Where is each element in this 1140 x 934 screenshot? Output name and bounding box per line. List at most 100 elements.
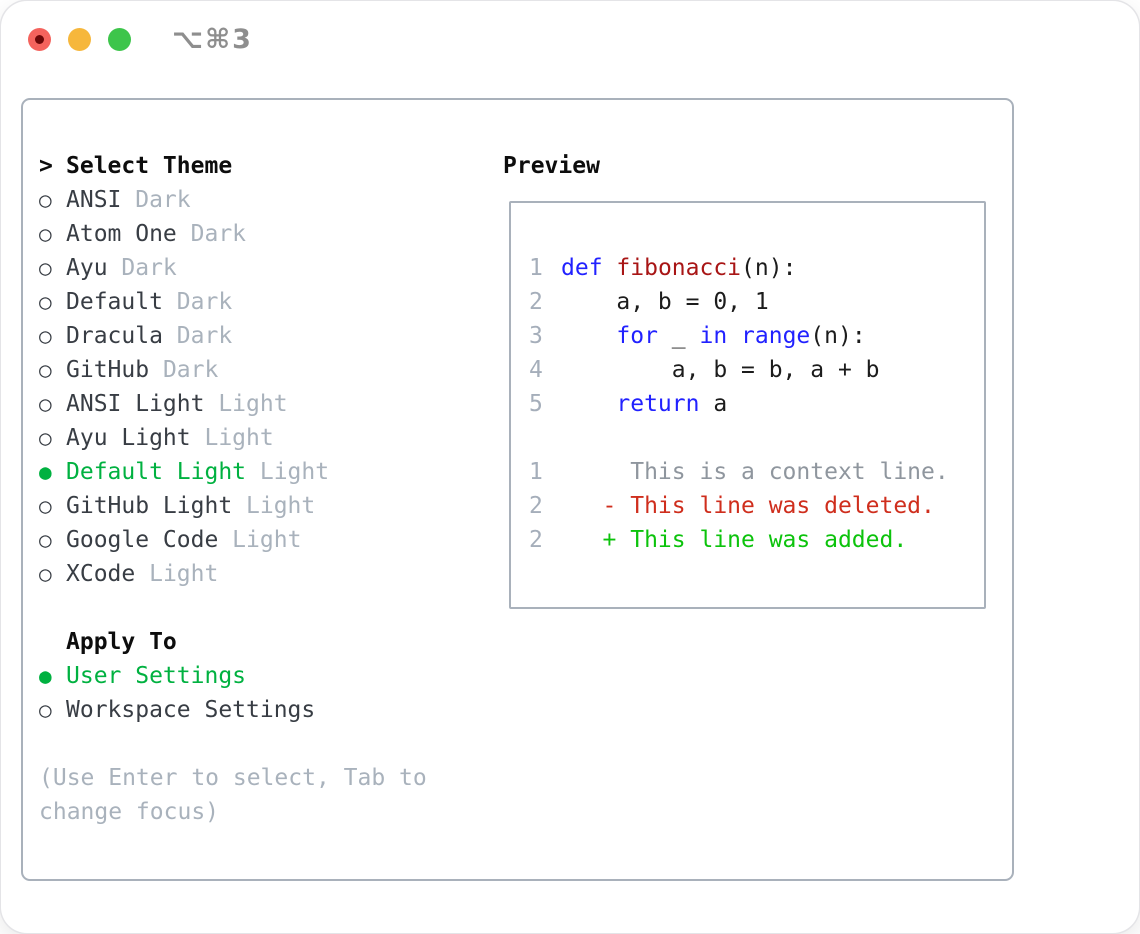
line-number: 3 (529, 323, 543, 349)
radio-icon: ○ (39, 392, 52, 416)
prompt-caret-icon: > (39, 153, 53, 179)
code-lines: 1 def fibonacci(n): 2 a, b = 0, 1 3 for … (529, 251, 984, 557)
theme-variant-badge: Light (135, 561, 219, 587)
close-button[interactable] (28, 27, 51, 51)
theme-name: Atom One (66, 221, 177, 247)
code-line: 5 return a (529, 387, 984, 421)
option-name: Workspace Settings (66, 697, 316, 723)
preview-box: 1 def fibonacci(n): 2 a, b = 0, 1 3 for … (509, 201, 986, 609)
theme-list-item[interactable]: ○ ANSI Light Light (39, 387, 503, 421)
apply-to-header: Apply To (39, 625, 503, 659)
theme-list-item[interactable]: ○ Google Code Light (39, 523, 503, 557)
code-line: 1 This is a context line. (529, 455, 984, 489)
option-name: User Settings (66, 663, 247, 689)
line-number: 4 (529, 357, 543, 383)
theme-name: Ayu Light (66, 425, 191, 451)
code-text: + This line was added. (561, 527, 908, 553)
radio-icon: ○ (39, 494, 52, 518)
code-line (529, 421, 984, 455)
code-text: a, b = 0, 1 (561, 289, 769, 315)
code-line: 1 def fibonacci(n): (529, 251, 984, 285)
theme-variant-badge: Dark (176, 221, 247, 247)
line-number: 1 (529, 459, 543, 485)
radio-icon: ○ (39, 222, 52, 246)
theme-list-item[interactable]: ○ GitHub Light Light (39, 489, 503, 523)
theme-selector-panel: > Select Theme ○ ANSI Dark ○ Atom One Da… (21, 98, 1014, 881)
radio-icon: ○ (39, 256, 52, 280)
radio-icon: ○ (39, 698, 52, 722)
line-number: 1 (529, 255, 543, 281)
theme-name: Ayu (66, 255, 108, 281)
hint-text-line-1: (Use Enter to select, Tab to (39, 765, 427, 791)
code-line: 4 a, b = b, a + b (529, 353, 984, 387)
theme-name: ANSI (66, 187, 122, 213)
radio-icon: ○ (39, 426, 52, 450)
radio-icon: ○ (39, 188, 52, 212)
code-text: This is a context line. (561, 459, 949, 485)
theme-list-item[interactable]: ○ Dracula Dark (39, 319, 503, 353)
header-spacer (39, 625, 66, 659)
code-text: for _ in range(n): (616, 323, 866, 349)
radio-icon: ● (39, 460, 52, 484)
theme-list-item[interactable]: ○ ANSI Dark (39, 183, 503, 217)
theme-name: XCode (66, 561, 136, 587)
line-number (529, 421, 561, 455)
hint-text-line-2: change focus) (39, 799, 220, 825)
code-text: a, b = b, a + b (561, 357, 880, 383)
theme-variant-badge: Dark (107, 255, 177, 281)
theme-variant-badge: Light (204, 391, 288, 417)
radio-icon: ● (39, 664, 52, 688)
theme-list-item[interactable]: ● Default Light Light (39, 455, 503, 489)
code-line: 3 for _ in range(n): (529, 319, 984, 353)
radio-icon: ○ (39, 358, 52, 382)
theme-name: Dracula (66, 323, 163, 349)
theme-name: Default Light (66, 459, 247, 485)
window-titlebar: ⌥⌘3 (28, 24, 253, 55)
maximize-button[interactable] (108, 27, 131, 51)
code-line: 2 + This line was added. (529, 523, 984, 557)
theme-name: Default (66, 289, 163, 315)
select-theme-header: > Select Theme (39, 149, 503, 183)
radio-icon: ○ (39, 290, 52, 314)
theme-name: ANSI Light (66, 391, 205, 417)
radio-icon: ○ (39, 528, 52, 552)
apply-to-title: Apply To (66, 629, 177, 655)
theme-variant-badge: Dark (121, 187, 191, 213)
theme-list-column: > Select Theme ○ ANSI Dark ○ Atom One Da… (39, 149, 503, 879)
theme-variant-badge: Dark (162, 289, 233, 315)
theme-list-item[interactable]: ○ Atom One Dark (39, 217, 503, 251)
preview-column: Preview 1 def fibonacci(n): 2 a, b = 0, … (503, 149, 988, 879)
theme-variant-badge: Dark (162, 323, 233, 349)
theme-variant-badge: Light (232, 493, 316, 519)
code-text: - This line was deleted. (561, 493, 935, 519)
theme-list-item[interactable]: ○ Ayu Light Light (39, 421, 503, 455)
apply-to-option[interactable]: ○ Workspace Settings (39, 693, 503, 727)
minimize-button[interactable] (68, 27, 91, 51)
line-number: 5 (529, 391, 543, 417)
radio-icon: ○ (39, 562, 52, 586)
code-text: def fibonacci(n): (561, 255, 797, 281)
theme-variant-badge: Light (246, 459, 330, 485)
apply-to-list: ● User Settings ○ Workspace Settings (39, 659, 503, 727)
theme-list-item[interactable]: ○ XCode Light (39, 557, 503, 591)
unsaved-changes-dot (35, 34, 44, 44)
theme-variant-badge: Light (190, 425, 274, 451)
radio-icon: ○ (39, 324, 52, 348)
theme-name: GitHub (66, 357, 150, 383)
apply-to-option[interactable]: ● User Settings (39, 659, 503, 693)
theme-variant-badge: Light (218, 527, 302, 553)
preview-title: Preview (503, 153, 600, 179)
line-number: 2 (529, 289, 543, 315)
theme-list-item[interactable]: ○ GitHub Dark (39, 353, 503, 387)
theme-list: ○ ANSI Dark ○ Atom One Dark ○ Ayu Dark ○… (39, 183, 503, 591)
line-number: 2 (529, 493, 543, 519)
code-line: 2 - This line was deleted. (529, 489, 984, 523)
line-number: 2 (529, 527, 543, 553)
window-title: ⌥⌘3 (172, 23, 253, 55)
theme-list-item[interactable]: ○ Default Dark (39, 285, 503, 319)
theme-name: Google Code (66, 527, 219, 553)
theme-list-item[interactable]: ○ Ayu Dark (39, 251, 503, 285)
code-line: 2 a, b = 0, 1 (529, 285, 984, 319)
theme-variant-badge: Dark (149, 357, 219, 383)
